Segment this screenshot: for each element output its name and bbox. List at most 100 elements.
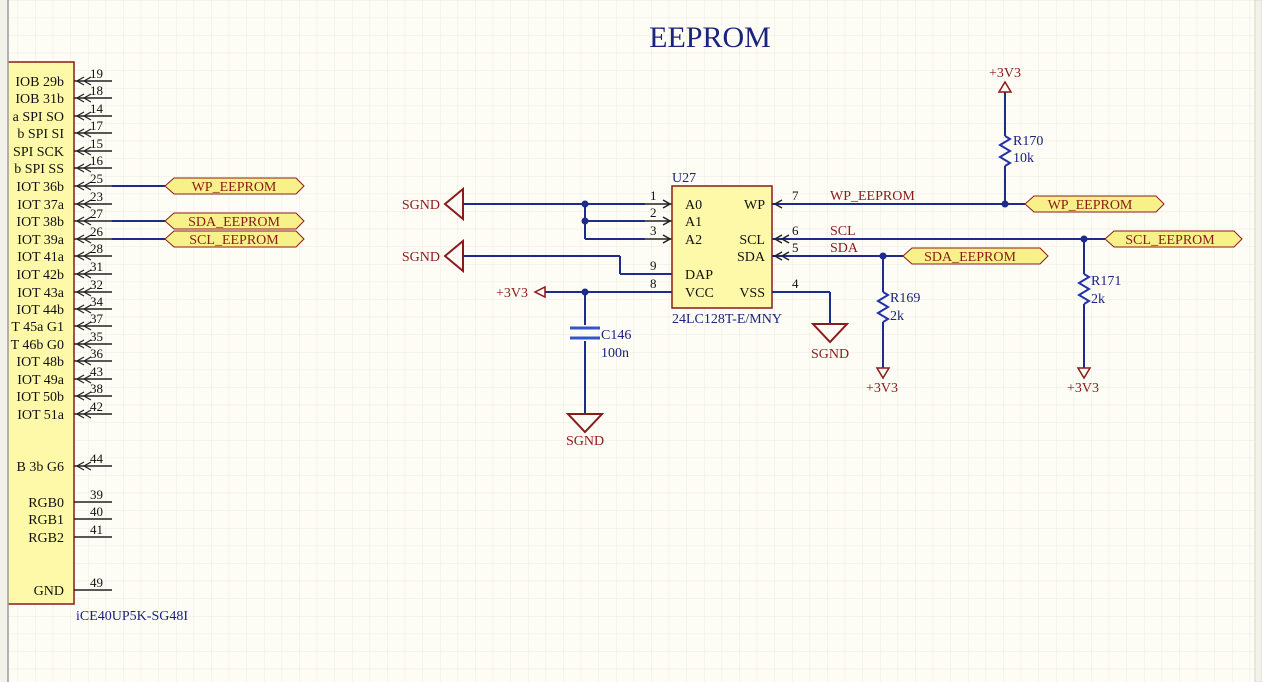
resistor-r171[interactable]: R171 2k — [1077, 273, 1121, 307]
fpga-pin-label: IOB 31b — [15, 92, 64, 107]
fpga-pin-label: IOT 50b — [16, 390, 64, 405]
fpga-pin-arrow — [75, 76, 85, 86]
fpga-pin-label: IOT 51a — [17, 408, 65, 423]
fpga-pin-label: IOT 37a — [17, 198, 65, 213]
pin-num-vss: 4 — [792, 276, 799, 291]
fpga-pin-number: 26 — [90, 224, 104, 239]
fpga-pin-number: 40 — [90, 504, 103, 519]
port-wp-eeprom-right[interactable]: WP_EEPROM — [1024, 195, 1165, 213]
power-label: SGND — [402, 250, 440, 265]
fpga-pin-row[interactable]: RGB2 41 — [28, 522, 112, 546]
resistor-r169[interactable]: R169 2k — [876, 291, 920, 324]
pin-name-vss: VSS — [739, 286, 765, 301]
fpga-pin-label: IOT 39a — [17, 233, 65, 248]
fpga-pin-number: 42 — [90, 399, 103, 414]
fpga-pin-arrow — [82, 321, 92, 331]
capacitor-c146[interactable]: C146 100n — [570, 326, 631, 361]
eeprom-body[interactable] — [671, 185, 773, 309]
pin-name-a2: A2 — [685, 233, 702, 248]
fpga-pin-row[interactable]: IOB 31b 18 — [15, 83, 112, 107]
port-wp-eeprom-left[interactable]: WP_EEPROM — [164, 177, 305, 195]
fpga-body[interactable] — [0, 61, 75, 605]
fpga-pin-arrow — [82, 128, 92, 138]
pin-num-scl: 6 — [792, 223, 799, 238]
p3v3-top[interactable]: +3V3 — [989, 66, 1021, 93]
fpga-pin-number: 36 — [90, 346, 104, 361]
sgnd-symbol-cap[interactable]: SGND — [565, 413, 605, 449]
fpga-pin-arrow — [75, 234, 85, 244]
resistor-r170[interactable]: R170 10k — [998, 134, 1043, 167]
fpga-pin-label: IOB 29b — [15, 75, 64, 90]
fpga-pin-arrow — [82, 216, 92, 226]
port-scl-eeprom-right[interactable]: SCL_EEPROM — [1104, 230, 1243, 248]
fpga-pin-number: 15 — [90, 136, 103, 151]
fpga-pin-number: 18 — [90, 83, 103, 98]
power-label: SGND — [566, 434, 604, 449]
fpga-pin-arrow — [82, 391, 92, 401]
power-label: +3V3 — [496, 286, 528, 301]
fpga-pin-arrow — [75, 181, 85, 191]
junctions-right — [879, 200, 1088, 260]
p3v3-r171[interactable]: +3V3 — [1067, 367, 1099, 396]
fpga-pin-arrow — [75, 356, 85, 366]
eeprom-right-wires — [772, 92, 1105, 368]
eeprom-pin-numbers: 1 2 3 9 8 7 6 5 4 — [650, 188, 799, 291]
port-sda-eeprom-left[interactable]: SDA_EEPROM — [164, 212, 305, 230]
cap-ref: C146 — [601, 328, 631, 343]
fpga-pin-arrow — [82, 374, 92, 384]
fpga-pin-label: B 3b G6 — [17, 460, 64, 475]
fpga-pin-row[interactable]: IOT 51a 42 — [17, 399, 112, 423]
fpga-pin-number: 41 — [90, 522, 103, 537]
sheet-edge — [1254, 0, 1262, 682]
port-scl-eeprom-left[interactable]: SCL_EEPROM — [164, 230, 305, 248]
fpga-pin-label: T 46b G0 — [11, 338, 64, 353]
net-label-scl: SCL — [830, 224, 856, 239]
fpga-pin-number: 23 — [90, 189, 103, 204]
fpga-pin-arrow — [82, 234, 92, 244]
sheet-left-margin — [0, 0, 8, 682]
fpga-pin-row[interactable]: IOT 39a 26 — [17, 224, 112, 248]
fpga-pin-number: 25 — [90, 171, 103, 186]
p3v3-r169[interactable]: +3V3 — [866, 367, 898, 396]
pin-num-sda: 5 — [792, 240, 799, 255]
res-value: 2k — [890, 309, 904, 324]
res-ref: R171 — [1091, 274, 1121, 289]
eeprom-pin-stubs — [645, 199, 672, 244]
fpga-pin-row[interactable]: IOT 37a 23 — [17, 189, 112, 213]
fpga-pin-label: b SPI SI — [17, 127, 64, 142]
sgnd-symbol-vss[interactable]: SGND — [810, 323, 850, 362]
fpga-pin-number: 28 — [90, 241, 103, 256]
fpga-pin-arrow — [82, 287, 92, 297]
port-sda-eeprom-right[interactable]: SDA_EEPROM — [902, 247, 1049, 265]
fpga-pin-number: 32 — [90, 277, 103, 292]
fpga-pin-label: a SPI SO — [13, 110, 64, 125]
port-label: SCL_EEPROM — [1125, 233, 1215, 248]
net-label-wp: WP_EEPROM — [830, 189, 915, 204]
fpga-pin-label: RGB2 — [28, 531, 64, 546]
fpga-pin-arrow — [75, 163, 85, 173]
fpga-pin-number: 34 — [90, 294, 104, 309]
fpga-port-wires — [112, 185, 165, 240]
